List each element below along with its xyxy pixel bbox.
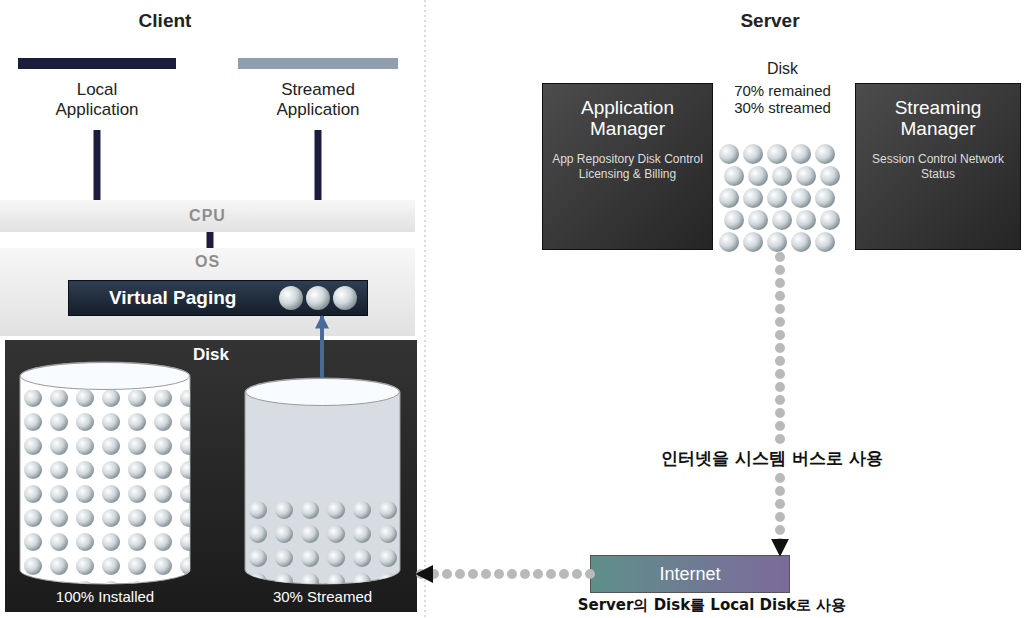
node-title: Disk [5,340,417,365]
application-bar: Local Application [18,58,176,130]
link-line [94,130,101,200]
link-line [315,130,322,200]
cylinder-top [21,363,190,390]
disk-block [719,144,739,164]
disk-block [748,166,768,186]
cylinder-body [20,362,190,584]
disk-block [772,166,792,186]
cpu-band: CPU [0,200,415,232]
node-title: 100% Installed [56,586,154,610]
disk-block [772,210,792,230]
link-line [207,232,214,248]
disk-block [724,166,744,186]
virtual-paging-box: Virtual Paging [68,280,368,316]
node-title: Local Application [41,80,153,121]
node-body: App Repository Disk Control Licensing & … [551,152,704,183]
client-disk-panel: Disk 100% Installed 30% Streamed [5,340,417,612]
stream-arrow [417,569,590,579]
node-title: Streamed Application [262,80,374,121]
node-title: Application Manager [551,98,704,140]
panel-heading: Server [740,10,799,32]
node-title: 30% Streamed [273,586,372,610]
internet-box: Internet [590,555,790,593]
application-bar-fill [18,58,176,69]
page-ball [306,286,330,310]
bar-graphic [18,58,176,69]
page-balls [277,283,361,313]
disk-block [791,232,811,252]
application-bar-fill [238,58,398,69]
disk-block [791,188,811,208]
node-title: Streaming Manager [864,98,1012,140]
node-title: Disk [715,60,850,78]
disk-block [767,144,787,164]
disk-block [767,232,787,252]
page-ball [279,286,303,310]
node-title: CPU [0,200,415,232]
disk-block [743,188,763,208]
disk-block [791,144,811,164]
disk-block [820,210,840,230]
server-disk: Disk 70% remained 30% streamed [715,60,850,257]
manager-box: Streaming ManagerSession Control Network… [855,83,1021,250]
disk-block [815,232,835,252]
disk-cylinder: 100% Installed [20,362,190,610]
cylinder-body [245,378,400,584]
disk-block [815,188,835,208]
disk-blocks [715,142,850,258]
panel-heading: Client [139,10,192,32]
manager-box: Application ManagerApp Repository Disk C… [542,83,713,250]
cylinder-top [246,379,400,406]
note-text: Server의 Disk를 Local Disk로 사용 [574,596,851,615]
disk-block [743,144,763,164]
stored-blocks [20,390,190,584]
page-ball [333,286,357,310]
disk-block [724,210,744,230]
disk-block [796,166,816,186]
application-bar: Streamed Application [238,58,398,130]
disk-block [743,232,763,252]
node-title: Virtual Paging [109,287,236,309]
node-title: OS [0,248,415,276]
disk-block [815,144,835,164]
disk-block [719,188,739,208]
cylinder-graphic [20,362,190,584]
stream-arrow [775,257,785,555]
disk-block [719,232,739,252]
node-body: Session Control Network Status [864,152,1012,183]
disk-block [767,188,787,208]
disk-block [796,210,816,230]
bar-graphic [238,58,398,69]
os-band: OS Virtual Paging [0,248,415,336]
disk-block [820,166,840,186]
stored-blocks [245,502,400,584]
link-line [320,316,324,378]
disk-cylinder: 30% Streamed [245,378,400,610]
node-title: Internet [659,564,720,585]
note-text: 인터넷을 시스템 버스로 사용 [656,446,888,471]
cylinder-graphic [245,378,400,584]
node-body: 70% remained 30% streamed [724,82,842,117]
divider-line [425,0,426,618]
disk-block [748,210,768,230]
